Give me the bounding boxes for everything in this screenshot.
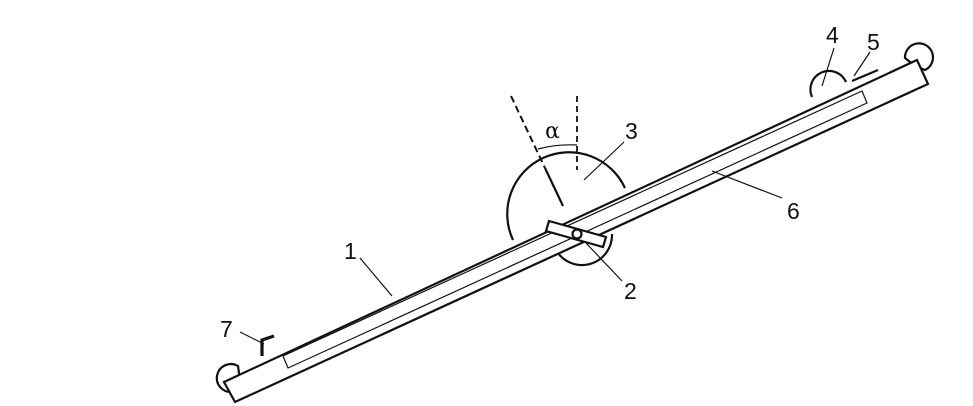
bracket-mark [260,334,275,356]
leader-4 [821,47,835,87]
inclined-solid-segment [544,167,564,207]
angle-arc [537,144,578,150]
inner-slot [282,90,868,369]
leader-2 [585,242,623,282]
leader-7 [239,331,265,345]
top-wheel-roller [809,69,848,98]
angle-alpha-label: α [545,119,560,144]
label-beam: 1 [344,238,357,264]
leader-5 [853,51,871,77]
label-bracket: 7 [220,316,233,342]
label-top-wheel: 4 [826,22,839,48]
label-pivot: 2 [624,278,637,304]
label-inner-slot: 6 [787,198,800,224]
label-end-plate: 5 [867,29,880,55]
pivot-pin [571,228,583,240]
leader-3 [583,141,625,181]
end-plate [851,68,879,83]
protractor-disc [506,151,626,241]
leader-1 [359,257,393,297]
leader-6 [711,170,783,199]
inclined-reference-line [510,95,546,169]
label-protractor: 3 [625,118,638,144]
